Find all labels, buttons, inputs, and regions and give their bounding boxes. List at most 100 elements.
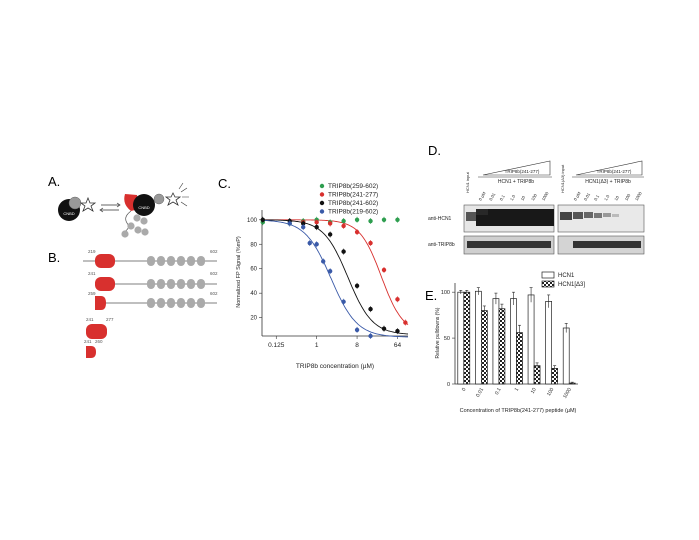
c-y-tick-label: 40 — [250, 291, 257, 297]
e-bar-hcn1-delta3 — [516, 332, 523, 385]
d-left-peptide: TRIP8b(241-277) — [505, 169, 540, 174]
d-lane-label: 1000 — [634, 190, 643, 201]
e-x-tick-label: 100 — [546, 387, 555, 397]
construct-2-start: 241 — [88, 271, 96, 276]
d-lane-label: 0 µM — [478, 190, 487, 201]
c-data-point — [307, 240, 312, 246]
c-data-point — [354, 229, 360, 235]
d-right-mix: HCN1(Δ3) + TRIP8b — [585, 179, 631, 185]
e-bar-hcn1-delta3 — [498, 308, 506, 385]
c-y-tick-label: 100 — [247, 218, 258, 224]
c-data-point — [300, 221, 306, 226]
d-lane-label: 100 — [530, 192, 538, 201]
c-data-point — [368, 218, 373, 224]
c-data-point — [368, 240, 373, 246]
c-data-point — [260, 217, 265, 222]
panel-e-chart: Concentration of TRIP8b(241-277) peptide… — [435, 271, 585, 414]
c-data-point — [341, 218, 346, 224]
e-x-axis-label: Concentration of TRIP8b(241-277) peptide… — [460, 408, 577, 414]
e-bar-hcn1-delta3 — [481, 310, 488, 385]
e-bar-hcn1 — [492, 298, 500, 385]
d-lane-label: 1000 — [541, 190, 550, 201]
e-x-tick-label: 1 — [514, 387, 521, 393]
panel-b-letter: B. — [48, 250, 60, 265]
c-x-axis-label: TRIP8b concentration (µM) — [296, 363, 374, 370]
c-fit-curve-3 — [262, 219, 409, 335]
d-lane-label: 0 µM — [573, 190, 582, 201]
e-x-tick-label: 1000 — [562, 387, 573, 400]
d-lane-label: 1.0 — [603, 193, 611, 201]
e-x-tick-label: 0 — [461, 387, 468, 393]
d-left-gradient-triangle — [482, 160, 551, 176]
d-right-peptide: TRIP8b(241-277) — [597, 169, 632, 174]
e-bar-hcn1-delta3 — [463, 291, 471, 385]
c-legend-label: TRIP8b(219-602) — [328, 209, 378, 216]
c-legend-label: TRIP8b(241-277) — [328, 192, 378, 199]
e-bar-hcn1 — [527, 294, 535, 385]
d-lane-label: 10 — [613, 194, 620, 201]
c-data-point — [395, 217, 400, 222]
d-right-gradient-triangle — [575, 160, 643, 176]
c-data-point — [354, 283, 360, 289]
d-left-input-label: HCN1 input — [465, 171, 470, 193]
panel-b-constructs: 219 602 241 602 259 602 241 277 241 260 — [83, 249, 218, 358]
c-y-tick-label: 20 — [250, 316, 257, 322]
c-legend-marker — [319, 209, 325, 214]
fluorophore-star-right — [164, 192, 182, 206]
panel-e-letter: E. — [425, 288, 437, 303]
e-bar-hcn1 — [545, 301, 552, 385]
e-y-tick-label: 50 — [444, 336, 450, 342]
panel-d-letter: D. — [428, 143, 441, 158]
c-data-point — [395, 328, 400, 334]
c-data-point — [341, 249, 346, 254]
c-x-tick-label: 8 — [355, 342, 359, 349]
c-x-tick-label: 0.125 — [268, 342, 285, 349]
construct-5-end: 260 — [95, 339, 103, 344]
c-data-point — [314, 242, 319, 247]
construct-5-start: 241 — [84, 339, 92, 344]
c-data-point — [321, 259, 326, 264]
blot-trip8b-left — [463, 235, 555, 255]
e-legend-label: HCN1[Δ3] — [558, 282, 585, 288]
c-y-tick-label: 80 — [250, 242, 257, 248]
d-lane-label: 0.1 — [499, 193, 507, 201]
c-x-tick-label: 64 — [394, 342, 402, 349]
d-lane-label: 0.01 — [583, 191, 592, 201]
blot-hcn1-left — [463, 204, 555, 233]
e-y-tick-label: 100 — [441, 290, 450, 296]
d-lane-label: 1.0 — [509, 193, 517, 201]
c-data-point — [381, 326, 387, 331]
c-data-point — [381, 267, 387, 273]
c-data-point — [327, 232, 333, 237]
construct-3-start: 259 — [88, 291, 96, 296]
c-data-point — [403, 320, 408, 325]
d-lane-label: 100 — [624, 192, 632, 201]
blot-trip8b-right — [557, 235, 645, 255]
c-data-point — [341, 223, 346, 229]
construct-4-end: 277 — [106, 317, 114, 322]
c-fit-curve-4 — [262, 219, 408, 338]
d-left-mix: HCN1 + TRIP8b — [498, 179, 534, 185]
c-fit-curve-2 — [262, 219, 409, 325]
construct-3-end: 602 — [210, 291, 218, 296]
c-data-point — [354, 327, 360, 333]
c-legend-marker — [319, 192, 325, 197]
c-y-axis-label: Normalized FP Signal (%mP) — [236, 236, 242, 308]
c-legend-marker — [319, 200, 325, 206]
c-data-point — [314, 220, 319, 225]
panel-a-letter: A. — [48, 174, 60, 189]
c-data-point — [354, 217, 360, 222]
construct-4-start: 241 — [86, 317, 94, 322]
c-legend-marker — [319, 183, 325, 189]
c-data-point — [327, 268, 333, 274]
e-x-tick-label: 0.01 — [475, 387, 485, 399]
c-x-tick-label: 1 — [315, 342, 319, 349]
c-data-point — [341, 299, 346, 304]
e-bar-hcn1 — [475, 290, 482, 385]
blot-label-hcn1: anti-HCN1 — [428, 216, 452, 222]
c-data-point — [287, 221, 292, 226]
panel-c-letter: C. — [218, 176, 231, 191]
c-legend-label: TRIP8b(241-602) — [328, 200, 378, 207]
